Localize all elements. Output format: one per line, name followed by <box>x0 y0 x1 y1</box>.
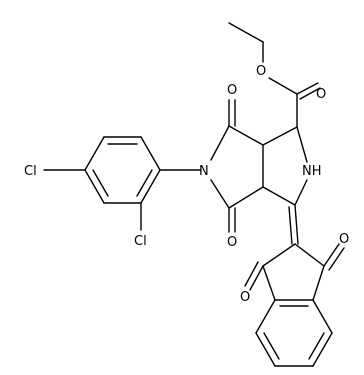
bond-c3-n <box>294 179 308 206</box>
bond-c6a-c6 <box>228 125 264 146</box>
atom-nh-pyrrolidine: NH <box>302 164 322 179</box>
atom-labels: O O O O N NH Cl Cl O O <box>24 64 349 305</box>
bond-c1-c7a <box>262 265 276 301</box>
atom-o-imide-bottom: O <box>227 235 237 250</box>
bond-c2-c3 <box>294 243 325 267</box>
atom-o-indandione-right: O <box>339 232 349 247</box>
atom-o-indandione-left: O <box>240 290 250 305</box>
bond-c3-o-a <box>323 243 340 267</box>
pyrrolidine-ring <box>262 126 308 206</box>
bond-bz-4-inner <box>308 332 325 360</box>
bond-bz-5 <box>312 299 333 334</box>
bond-ethyl-ch3 <box>228 22 264 43</box>
bond-c3-o-b <box>328 247 345 271</box>
bond-bz-4 <box>312 332 333 367</box>
atom-cl-para: Cl <box>24 164 37 179</box>
atom-o-imide-top: O <box>227 83 237 98</box>
atom-n-imide: N <box>199 164 209 179</box>
bond-ester-c-o-double-b <box>299 87 321 100</box>
bond-c1-o-a <box>249 265 264 291</box>
imide-ring <box>159 99 264 233</box>
bond-c2-c1 <box>262 243 296 267</box>
bond-ar-4-5-inner <box>92 169 109 197</box>
bond-c3a-c3 <box>262 186 296 206</box>
bond-c3-c3a <box>312 265 325 301</box>
bond-bz-1 <box>255 299 276 334</box>
dichlorophenyl-ring <box>43 136 161 231</box>
indandione-ring <box>244 243 345 301</box>
bond-ar-6-1 <box>140 169 161 204</box>
bond-c4-c3a <box>228 186 264 209</box>
atom-o-ester-carbonyl: O <box>316 87 326 102</box>
bond-bz-2-inner <box>263 332 280 360</box>
atom-o-ester-ether: O <box>256 64 266 79</box>
ethyl-ester-group <box>228 22 321 128</box>
bond-ar-3-4 <box>84 136 105 171</box>
bond-c6-n <box>210 125 230 161</box>
bond-ar-1-2 <box>140 136 161 171</box>
bond-ylidene-b <box>288 206 293 245</box>
indandione-benzene-ring <box>255 299 333 367</box>
bond-c1-n <box>296 126 308 163</box>
bond-c1-c6a <box>262 126 298 146</box>
bond-c1-o-b <box>244 261 259 287</box>
bond-ester-c-o-double-a <box>296 82 319 95</box>
bond-bz-2 <box>255 332 276 367</box>
bond-n-c4 <box>210 179 230 209</box>
bond-ylidene-a <box>294 204 299 245</box>
atom-cl-ortho: Cl <box>134 234 147 249</box>
bond-ar-6-1-inner <box>136 169 153 197</box>
exocyclic-double-bond <box>288 204 299 245</box>
bond-o-carbonyl-c <box>268 77 298 95</box>
bond-ar-4-5 <box>84 169 105 204</box>
